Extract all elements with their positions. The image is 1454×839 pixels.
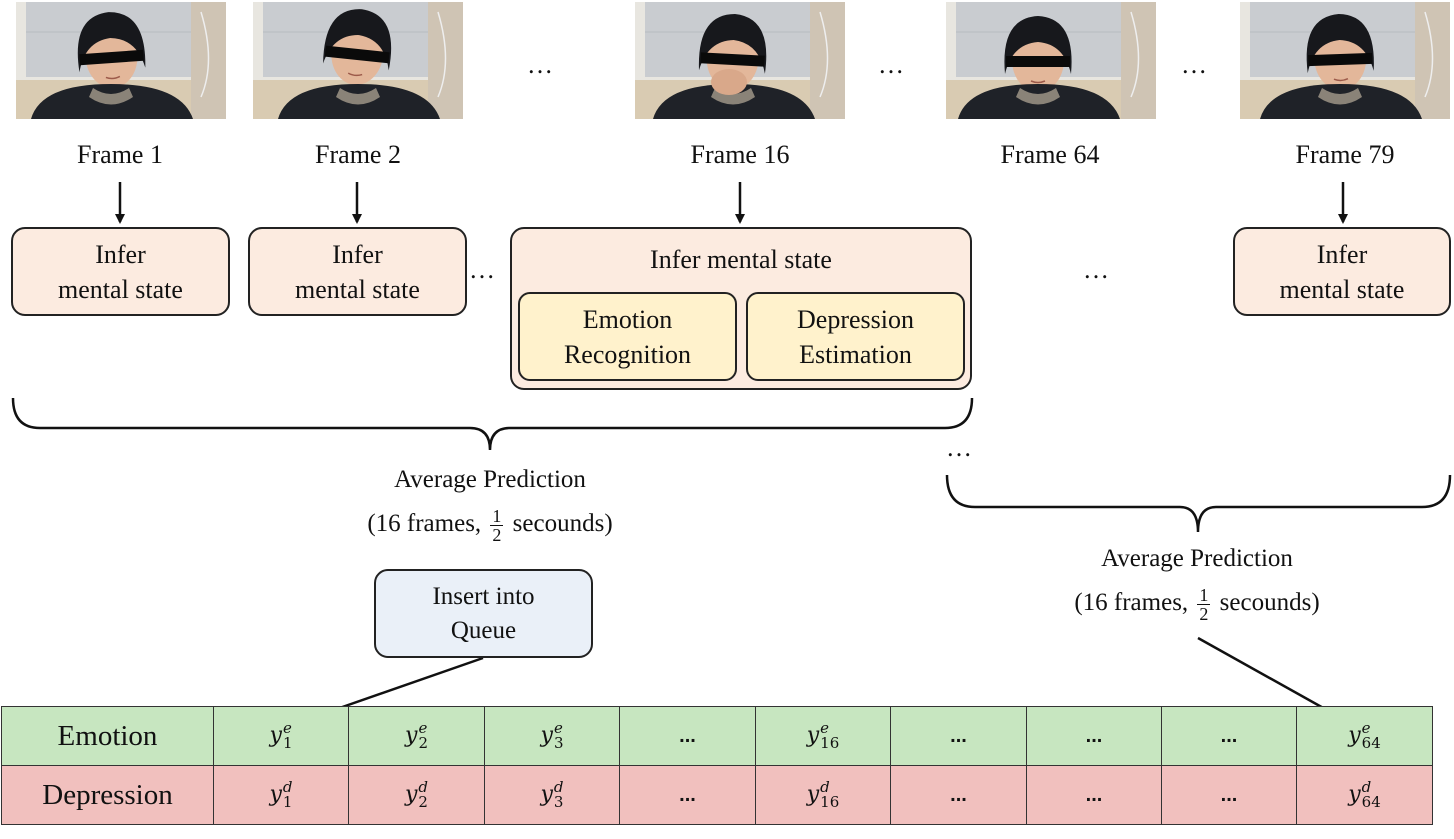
queue-ellipsis-cell: ...: [890, 706, 1027, 766]
infer-ellipsis-2: …: [1083, 255, 1111, 284]
frame-label-16: Frame 16: [690, 140, 790, 169]
brace-left: [11, 397, 974, 451]
infer-line2: mental state: [295, 274, 420, 304]
frame-photo-2: [253, 2, 463, 119]
queue-line1: Insert into: [432, 582, 535, 610]
infer-line1: Infer: [1316, 239, 1368, 269]
depression-line1: Depression: [797, 304, 914, 334]
frame-label-1: Frame 1: [77, 140, 163, 169]
infer-box-frame-79: Infer mental state: [1233, 227, 1451, 316]
emotion-line2: Recognition: [563, 339, 692, 369]
infer-expanded-title: Infer mental state: [650, 245, 832, 274]
queue-ellipsis-cell: ...: [619, 765, 756, 825]
average-title: Average Prediction: [394, 466, 586, 493]
depression-line2: Estimation: [799, 339, 912, 369]
brace-ellipsis: …: [946, 433, 974, 462]
queue-line2: Queue: [450, 616, 517, 644]
frame-photo-64: [946, 2, 1156, 119]
infer-line2: mental state: [1279, 274, 1405, 304]
frames-ellipsis-1: …: [527, 50, 555, 79]
frame-label-2: Frame 2: [315, 140, 401, 169]
arrow-average-to-table: [1197, 636, 1345, 721]
frames-ellipsis-3: …: [1181, 50, 1209, 79]
frame-photo-79: [1240, 2, 1450, 119]
queue-ellipsis-cell: ...: [1026, 706, 1162, 766]
frame-photo-16: [635, 2, 845, 119]
frame-label-64: Frame 64: [1000, 140, 1100, 169]
infer-box-frame-2: Infer mental state: [248, 227, 467, 316]
brace-right: [945, 474, 1452, 533]
row-label: Depression: [1, 765, 214, 825]
frames-ellipsis-2: …: [878, 50, 906, 79]
queue-ellipsis-cell: ...: [890, 765, 1027, 825]
row-label: Emotion: [1, 706, 214, 766]
queue-ellipsis-cell: ...: [1026, 765, 1162, 825]
average-title: Average Prediction: [1101, 545, 1293, 572]
frame-photo-1: [16, 2, 226, 119]
infer-box-frame-1: Infer mental state: [11, 227, 230, 316]
frame-label-79: Frame 79: [1295, 140, 1395, 169]
infer-line2: mental state: [58, 274, 183, 304]
queue-ellipsis-cell: ...: [1161, 706, 1297, 766]
emotion-line1: Emotion: [582, 304, 673, 334]
infer-line1: Infer: [95, 239, 146, 269]
infer-ellipsis-1: …: [469, 255, 497, 284]
infer-line1: Infer: [332, 239, 383, 269]
queue-ellipsis-cell: ...: [619, 706, 756, 766]
queue-ellipsis-cell: ...: [1161, 765, 1297, 825]
